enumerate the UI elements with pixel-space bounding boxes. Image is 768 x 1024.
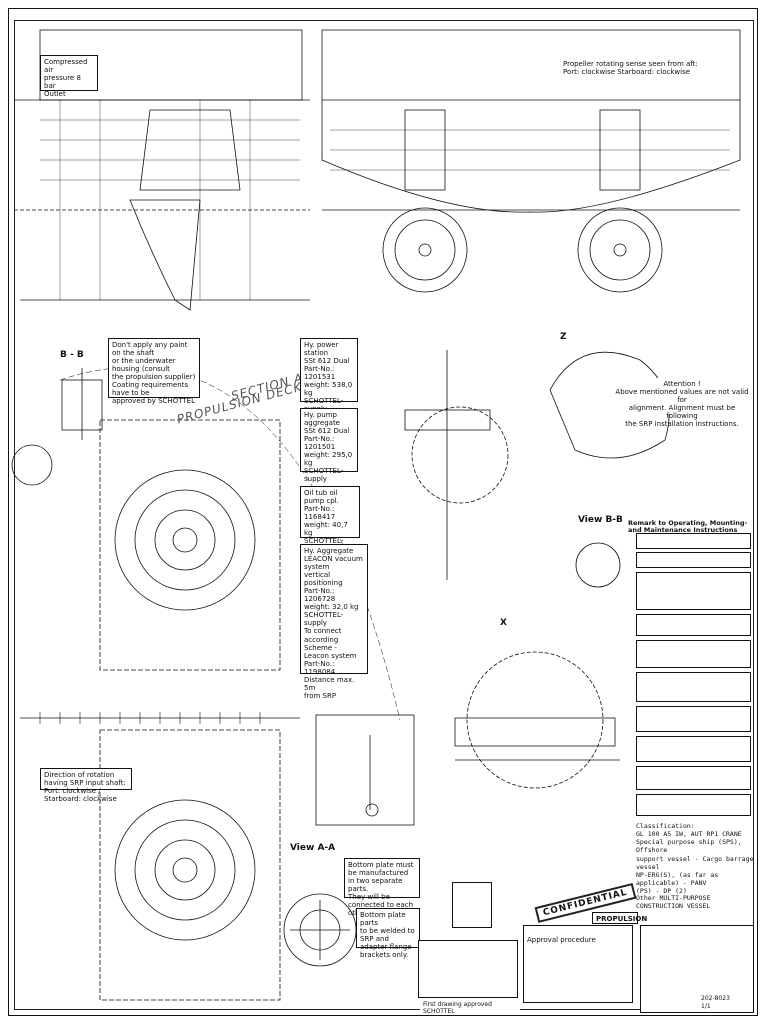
hydraulic-pump-note: Hy. pump aggregate SSt 612 Dual Part-No.… xyxy=(300,408,358,483)
remark-item xyxy=(636,533,751,549)
attention-note: Attention ! Above mentioned values are n… xyxy=(612,378,752,428)
remark-item xyxy=(636,794,751,816)
remark-item xyxy=(636,614,751,636)
propeller-starboard xyxy=(577,207,663,293)
vacuum-system-note: Hy. Aggregate LEACON vacuum system verti… xyxy=(300,544,368,700)
drawing-number: 202-8023 xyxy=(701,995,730,1002)
slewing-ring-lower xyxy=(114,799,256,941)
title-block: 202-8023 1/1 xyxy=(640,925,754,1013)
approval-title: Approval procedure xyxy=(527,936,596,945)
approval-box: Approval procedure xyxy=(523,925,633,1003)
view-bb-label: View B-B xyxy=(578,515,623,525)
propulsion-deck-outline xyxy=(99,419,281,671)
sheet-number: 1/1 xyxy=(701,1003,711,1010)
paint-note: Don't apply any paint on the shaft or th… xyxy=(108,338,200,405)
parts-table xyxy=(418,940,518,998)
remark-item xyxy=(636,766,751,790)
remark-item xyxy=(636,552,751,568)
slewing-ring-upper xyxy=(114,469,256,611)
remark-item xyxy=(636,572,751,610)
compressed-air-note: Compressed air pressure 8 bar Outlet xyxy=(40,55,98,98)
propeller-port xyxy=(382,207,468,293)
detail-x-label: X xyxy=(500,618,507,628)
section-bb-label: B - B xyxy=(60,350,84,360)
first-drawing-note: First drawing approved SCHOTTEL xyxy=(420,1000,520,1015)
propulsion-header: PROPULSION xyxy=(592,912,647,924)
inner-frame xyxy=(14,20,754,1010)
detail-circle-left xyxy=(11,444,53,486)
propeller-rotation-note: Propeller rotating sense seen from aft: … xyxy=(560,58,735,82)
nozzle-left xyxy=(129,199,201,311)
mass-table xyxy=(452,882,492,928)
remark-item xyxy=(636,706,751,732)
bottom-plate-note: Bottom plate must be manufactured in two… xyxy=(344,858,420,917)
classification-text: Classification: GL 100 A5 IW, AUT RP1 CR… xyxy=(636,822,754,895)
detail-z-label: Z xyxy=(560,332,567,342)
vessel-name: Other MULTI-PURPOSE CONSTRUCTION VESSEL xyxy=(636,894,711,911)
bottom-plate-parts-note: Bottom plate parts to be welded to SRP a… xyxy=(356,908,420,959)
outer-frame xyxy=(8,8,758,1016)
remark-item xyxy=(636,736,751,762)
oil-tank-note: Oil tub oil pump cpl. Part-No.: 1168417 … xyxy=(300,486,360,553)
view-aa-label: View A-A xyxy=(290,843,336,853)
remark-item xyxy=(636,640,751,668)
flange-detail xyxy=(404,409,491,431)
remark-item xyxy=(636,672,751,702)
hull-section-right xyxy=(321,29,741,213)
detail-x xyxy=(466,651,604,789)
remark-title: Remark to Operating, Mounting- and Maint… xyxy=(625,518,753,534)
thruster-housing-left xyxy=(139,109,241,191)
hydraulic-power-note: Hy. power station SSt 612 Dual Part-No.:… xyxy=(300,338,358,413)
rotation-note: Direction of rotation having SRP input s… xyxy=(40,768,132,803)
inset-detail-box xyxy=(315,714,415,826)
